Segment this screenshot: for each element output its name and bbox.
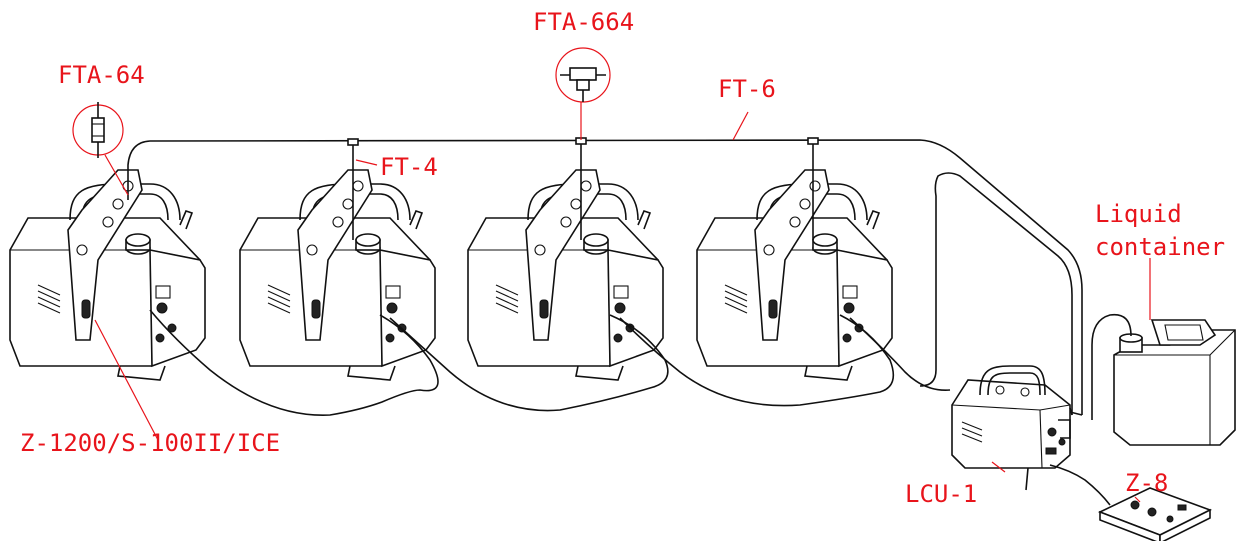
control-cable-4: [849, 317, 951, 391]
label-lcu1: LCU-1: [905, 480, 977, 508]
ft6-leader: [732, 111, 749, 141]
label-machine: Z-1200/S-100II/ICE: [20, 429, 280, 457]
fta64-callout: [72, 102, 129, 196]
tee-connector-1: [347, 138, 359, 151]
z8-leader: [1134, 496, 1141, 503]
machine-leader: [94, 319, 159, 441]
label-liquid-line1: Liquid: [1095, 200, 1182, 228]
label-ft6: FT-6: [718, 75, 776, 103]
fta664-callout: [555, 47, 611, 140]
fog-machine-4: [696, 169, 893, 381]
ft6-fluid-line-return: [919, 172, 1073, 415]
tee-connector-3: [807, 137, 819, 150]
z8-remote-icon: [1097, 487, 1213, 541]
lcu1-leader: [991, 461, 1006, 473]
remote-cable: [1049, 464, 1111, 506]
ft6-fluid-line: [127, 139, 1083, 415]
ft4-leader: [355, 159, 378, 166]
liquid-jug-icon: [1113, 319, 1236, 446]
fog-machine-1: [9, 169, 206, 381]
fog-machine-3: [467, 169, 664, 381]
fog-machine-2: [239, 169, 436, 381]
label-z8: Z-8: [1125, 469, 1168, 497]
label-liquid-line2: container: [1095, 233, 1225, 261]
control-cable-3: [619, 314, 895, 407]
label-ft4: FT-4: [380, 153, 438, 181]
control-cable-1: [149, 309, 439, 416]
lcu-control-unit-icon: [951, 365, 1071, 469]
label-fta64: FTA-64: [58, 61, 145, 89]
label-fta664: FTA-664: [533, 8, 634, 36]
